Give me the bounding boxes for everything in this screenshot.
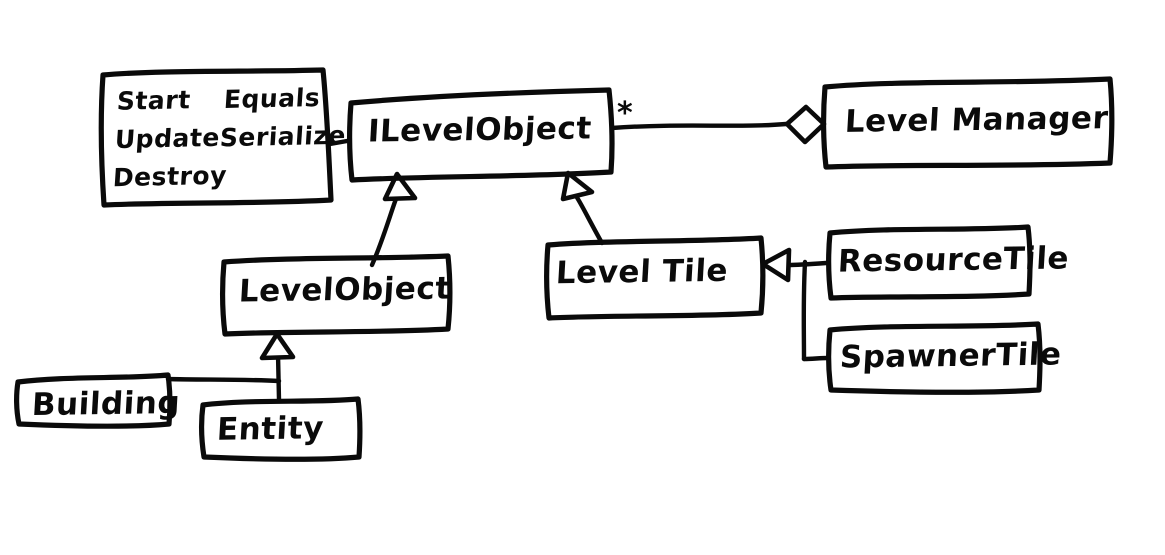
hollow-triangle-leveltile — [760, 247, 792, 283]
edge-leveltile-to-ilevelobject — [573, 193, 605, 246]
class-label-building: Building — [30, 384, 182, 424]
levelmanager-box — [821, 76, 1115, 170]
methods-note-box — [98, 67, 334, 208]
building-box — [14, 372, 173, 429]
multiplicity-label-ilevelobject: * — [617, 96, 634, 131]
entity-box — [199, 396, 363, 462]
levelobject-box — [220, 253, 453, 337]
edge-spawnertile-to-trunk — [801, 355, 831, 362]
class-label-resourcetile: ResourceTile — [836, 240, 1070, 280]
class-label-levelobject: LevelObject — [237, 270, 452, 310]
method-label-equals: Equals — [222, 82, 322, 115]
method-label-update: Update — [113, 122, 221, 155]
class-label-leveltile: Level Tile — [554, 252, 729, 292]
edge-levelobject-to-ilevelobject — [369, 193, 400, 268]
class-label-entity: Entity — [215, 410, 325, 448]
open-diamond-levelmanager — [784, 104, 827, 145]
method-label-destroy: Destroy — [111, 160, 228, 193]
hollow-triangle-ilevelobject-right — [560, 170, 595, 202]
edge-note-to-ilevelobject — [327, 138, 350, 147]
edge-ilevelobject-to-levelmanager — [609, 121, 789, 131]
edge-entity-to-levelobject — [275, 351, 282, 403]
spawnertile-box — [826, 321, 1043, 395]
method-label-start: Start — [115, 85, 192, 116]
edge-spawnertile-trunk — [801, 259, 808, 362]
class-label-ilevelobject: ILevelObject — [366, 110, 593, 150]
ilevelobject-box — [347, 87, 615, 183]
hollow-triangle-levelobject — [259, 331, 296, 361]
method-label-serialize: Serialize — [218, 120, 347, 153]
leveltile-box — [544, 235, 766, 321]
class-label-spawnertile: SpawnerTile — [838, 336, 1063, 376]
hollow-triangle-ilevelobject-left — [382, 171, 418, 202]
edge-building-branch — [165, 376, 282, 384]
resourcetile-box — [826, 224, 1033, 301]
class-label-levelmanager: Level Manager — [843, 100, 1110, 140]
